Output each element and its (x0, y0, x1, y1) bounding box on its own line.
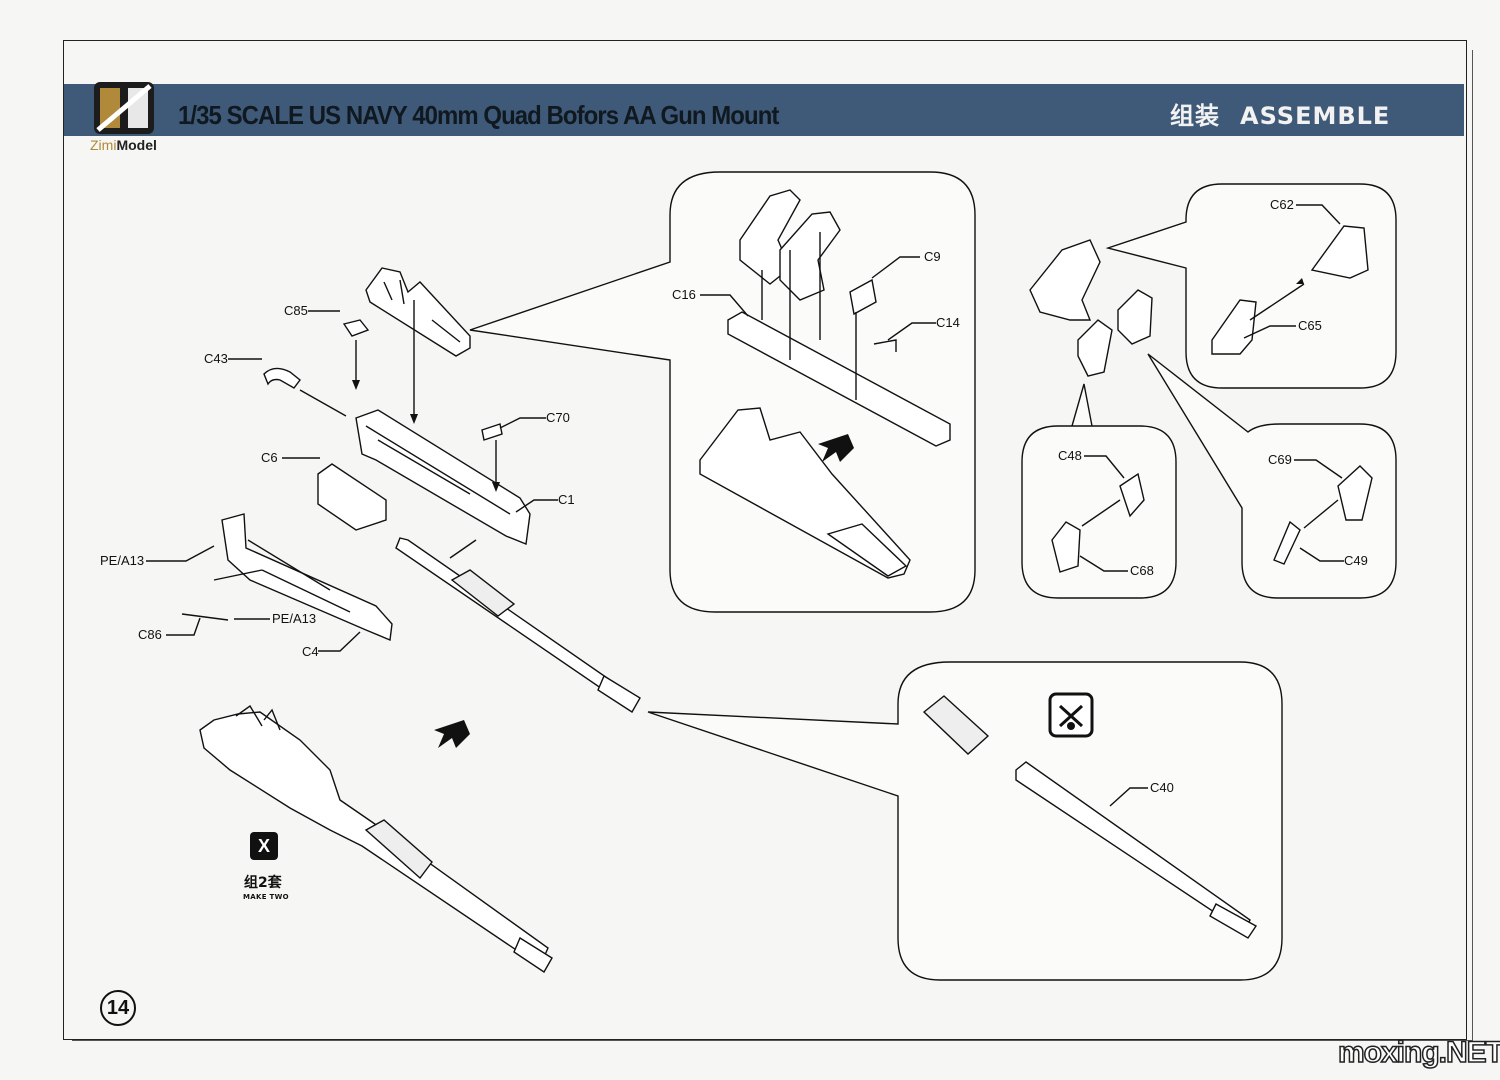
section-heading: 组装 ASSEMBLE (1170, 96, 1390, 131)
part-label-c65: C65 (1298, 318, 1322, 333)
brand-logo-text: ZimiModel (90, 137, 157, 153)
part-label-c69: C69 (1268, 452, 1292, 467)
watermark: moxing.NET (1337, 1035, 1500, 1070)
part-label-c40: C40 (1150, 780, 1174, 795)
section-heading-en: ASSEMBLE (1240, 102, 1391, 130)
make-two-cn: 组2套 (244, 875, 282, 891)
part-label-c16: C16 (672, 287, 696, 302)
part-label-c85: C85 (284, 303, 308, 318)
part-label-c49: C49 (1344, 553, 1368, 568)
part-label-pe-a13-left: PE/A13 (100, 553, 145, 568)
part-label-c62: C62 (1270, 197, 1294, 212)
no-glue-icon (1048, 692, 1094, 738)
page-number: 14 (100, 990, 136, 1026)
make-two-en: MAKE TWO (243, 893, 289, 901)
part-label-c86: C86 (138, 627, 162, 642)
part-label-c68: C68 (1130, 563, 1154, 578)
make-two-badge: X (250, 832, 278, 860)
page-frame (63, 40, 1467, 1040)
part-label-c1: C1 (558, 492, 575, 507)
header-banner (64, 84, 1464, 136)
part-label-c9: C9 (924, 249, 941, 264)
part-label-c43: C43 (204, 351, 228, 366)
part-label-c70: C70 (546, 410, 570, 425)
brand-logo-icon (94, 82, 154, 134)
section-heading-cn: 组装 (1170, 102, 1220, 130)
part-label-pe-a13-mid: PE/A13 (272, 611, 317, 626)
part-label-c14: C14 (936, 315, 960, 330)
part-label-c6: C6 (261, 450, 278, 465)
page-frame-shadow (72, 50, 1473, 1041)
part-label-c48: C48 (1058, 448, 1082, 463)
page-title: 1/35 SCALE US NAVY 40mm Quad Bofors AA G… (178, 100, 779, 130)
part-label-c4: C4 (302, 644, 319, 659)
